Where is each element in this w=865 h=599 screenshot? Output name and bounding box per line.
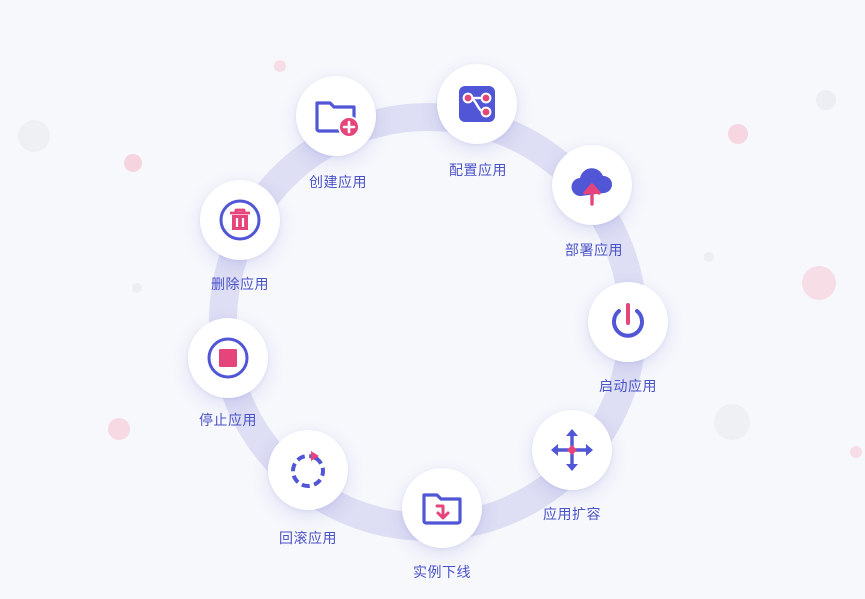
- step-stop-label: 停止应用: [199, 413, 257, 429]
- trash-icon: [219, 199, 261, 241]
- decor-dot: [816, 90, 836, 110]
- step-delete-label: 删除应用: [211, 277, 269, 293]
- decor-dot: [728, 124, 748, 144]
- move-arrows-icon: [551, 429, 593, 471]
- folder-down-icon: [422, 493, 462, 525]
- rollback-icon: [291, 451, 325, 488]
- step-offline-label: 实例下线: [413, 565, 471, 581]
- folder-plus-icon: [315, 101, 360, 138]
- step-start-node[interactable]: [588, 282, 668, 362]
- decor-dot: [124, 154, 142, 172]
- step-rollback-node[interactable]: [268, 430, 348, 510]
- step-offline-node[interactable]: [402, 468, 482, 548]
- step-start-label: 启动应用: [599, 379, 657, 395]
- step-deploy-label: 部署应用: [565, 243, 623, 259]
- decor-dot: [802, 266, 836, 300]
- step-delete-node[interactable]: [200, 180, 280, 260]
- step-config-label: 配置应用: [449, 163, 507, 179]
- decor-dot: [274, 60, 286, 72]
- step-create-label: 创建应用: [309, 175, 367, 191]
- decor-dot: [108, 418, 130, 440]
- step-create-node[interactable]: [296, 76, 376, 156]
- power-icon: [612, 303, 644, 338]
- step-scale-node[interactable]: [532, 410, 612, 490]
- decor-dot: [132, 283, 142, 293]
- decor-dot: [704, 252, 714, 262]
- decor-dot: [18, 120, 50, 152]
- step-config-node[interactable]: [437, 64, 517, 144]
- step-rollback-label: 回滚应用: [279, 531, 337, 547]
- step-deploy-node[interactable]: [552, 145, 632, 225]
- decor-dot: [714, 404, 750, 440]
- step-stop-node[interactable]: [188, 318, 268, 398]
- cloud-upload-icon: [571, 168, 613, 206]
- stop-icon: [207, 337, 249, 379]
- step-scale-label: 应用扩容: [543, 507, 601, 523]
- config-nodes-icon: [459, 86, 495, 122]
- decor-dot: [850, 446, 862, 458]
